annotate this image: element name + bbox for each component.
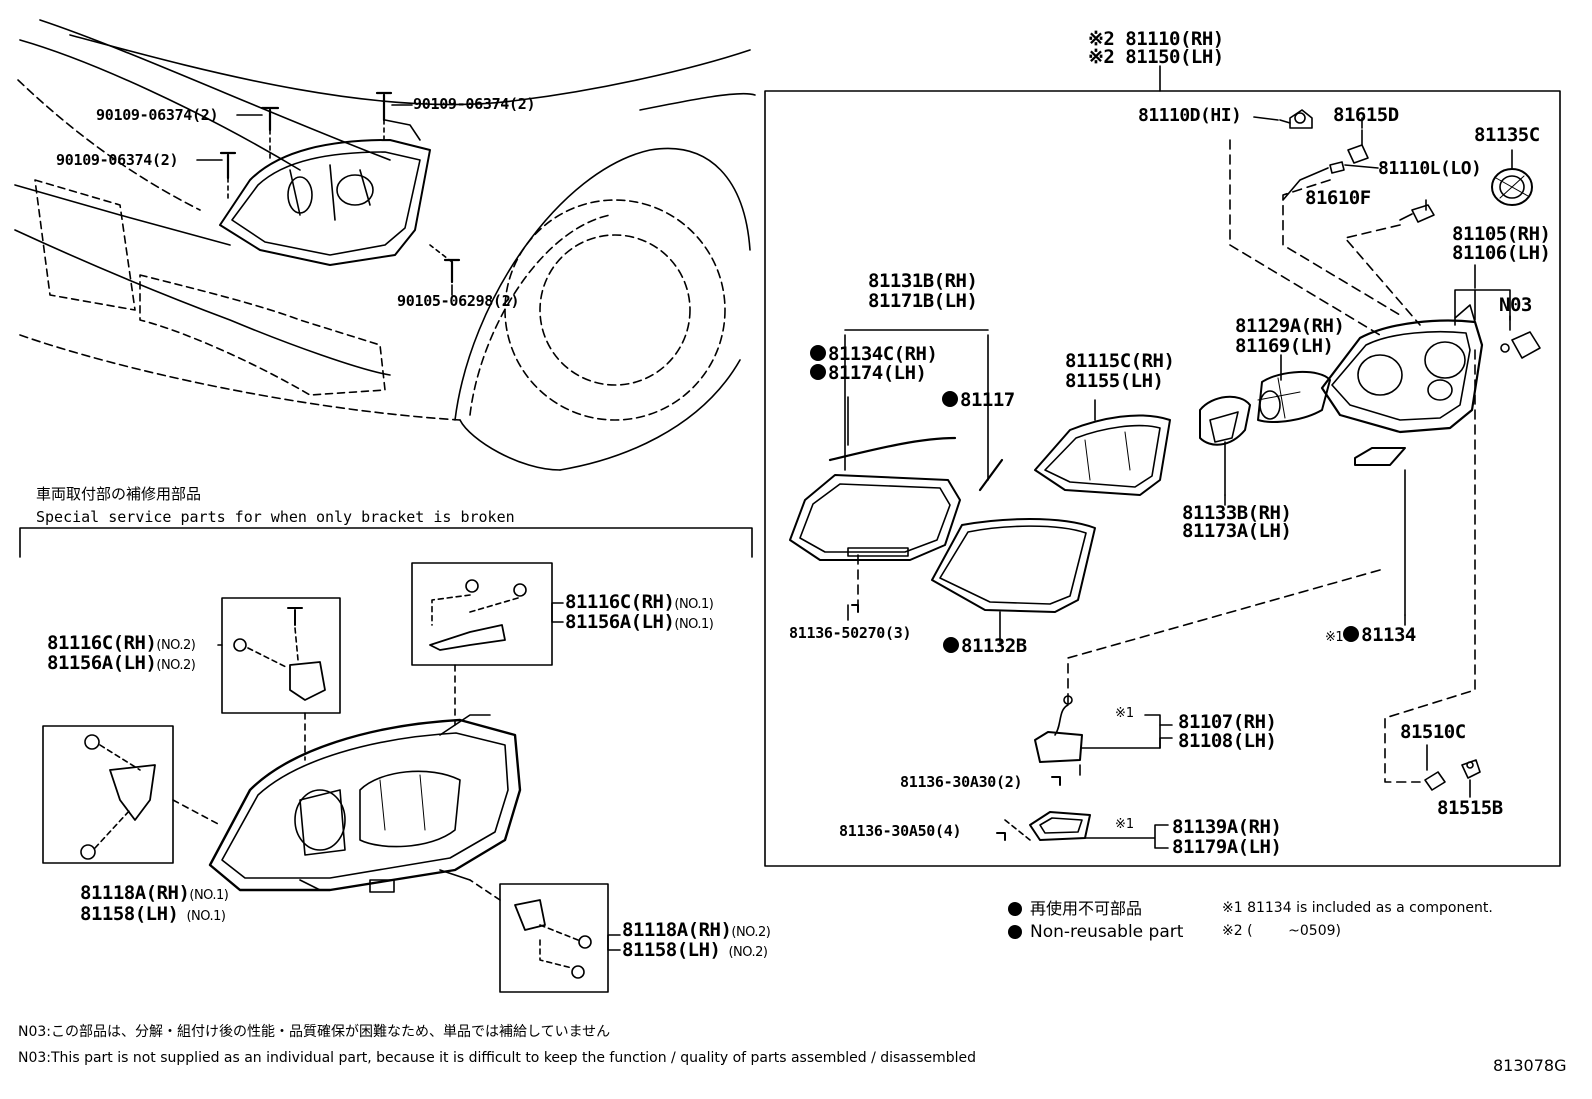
label-81136-30a30: 81136-30A30(2) — [900, 773, 1023, 791]
diagram-id: 813078G — [1493, 1056, 1567, 1075]
label-tag: (NO.2) — [156, 638, 196, 653]
label-81105-rh: 81105(RH) — [1452, 223, 1551, 245]
label-bolt-90109-a: 90109-06374(2) — [96, 106, 219, 124]
nonreusable-dot-icon — [810, 364, 826, 380]
label-81135c: 81135C — [1474, 124, 1540, 146]
label-text: 81132B — [961, 635, 1027, 657]
label-81136-30a50: 81136-30A50(4) — [839, 822, 962, 840]
headlamp-housing — [1320, 289, 1511, 466]
legend-nonreusable-en: Non-reusable part — [1030, 922, 1184, 942]
footer-note-jp: N03:この部品は、分解・組付け後の性能・品質確保が困難なため、単品では補給して… — [18, 1024, 611, 1040]
label-81129a-rh: 81129A(RH) — [1235, 315, 1345, 337]
label-81131b-rh: 81131B(RH) — [868, 270, 978, 292]
legend-nonreusable-jp: 再使用不可部品 — [1030, 899, 1143, 918]
label-text: 81174(LH) — [828, 362, 927, 384]
label-81116c-no2-rh: 81116C(RH)(NO.2) — [47, 632, 196, 654]
assembly-guide-lines — [857, 139, 1476, 783]
label-81510c: 81510C — [1400, 721, 1466, 743]
label-text: 81134 — [1361, 624, 1416, 646]
label-tag: (NO.1) — [674, 617, 714, 632]
headlamp-assembly-frame — [764, 65, 1561, 867]
label-text: 81116C(RH) — [47, 632, 157, 654]
label-81139a-rh: 81139A(RH) — [1172, 816, 1282, 838]
label-text: 81156A(LH) — [565, 611, 675, 633]
legend-dots — [1008, 902, 1022, 939]
label-81110l-lo: 81110L(LO) — [1378, 158, 1482, 179]
label-81615d: 81615D — [1333, 104, 1399, 126]
label-tag: (NO.1) — [189, 888, 229, 903]
nonreusable-dot-icon — [943, 637, 959, 653]
label-81108-lh: 81108(LH) — [1178, 730, 1277, 752]
label-81132b: 81132B — [943, 637, 1027, 656]
label-81118a-no2-rh: 81118A(RH)(NO.2) — [622, 919, 771, 941]
car-front-illustration — [14, 19, 756, 471]
label-text: 81156A(LH) — [47, 652, 157, 674]
label-text: 81158(LH) — [622, 939, 721, 961]
label-tag: (NO.1) — [674, 597, 714, 612]
legend-note-1: ※1 81134 is included as a component. — [1222, 900, 1493, 916]
special-service-parts-section — [19, 527, 753, 993]
ref-mark-81139: ※1 — [1115, 817, 1135, 832]
label-tag: (NO.2) — [731, 925, 771, 940]
label-81156a-no2-lh: 81156A(LH)(NO.2) — [47, 652, 196, 674]
label-81155-lh: 81155(LH) — [1065, 370, 1164, 392]
label-text: 81158(LH) — [80, 903, 179, 925]
ref-mark-81107: ※1 — [1115, 706, 1135, 721]
label-81117: 81117 — [942, 391, 1015, 410]
label-text: 81118A(RH) — [80, 882, 190, 904]
special-parts-title-en: Special service parts for when only brac… — [36, 508, 515, 526]
label-text: 81117 — [960, 389, 1015, 411]
label-tag: (NO.1) — [186, 909, 226, 924]
label-leader-lines — [847, 116, 1513, 798]
label-bolt-90109-b: 90109-06374(2) — [413, 95, 536, 113]
label-81158-no2-lh: 81158(LH) (NO.2) — [622, 939, 768, 961]
nonreusable-dot-icon — [810, 345, 826, 361]
label-tag: (NO.2) — [728, 945, 768, 960]
label-81118a-no1-rh: 81118A(RH)(NO.1) — [80, 882, 229, 904]
ballast-parts — [996, 695, 1481, 849]
label-81107-rh: 81107(RH) — [1178, 711, 1277, 733]
label-81515b: 81515B — [1437, 797, 1503, 819]
label-bolt-90105: 90105-06298(2) — [397, 292, 520, 310]
label-81134: ※1 81134 — [1325, 626, 1416, 645]
shade-and-lens-parts — [789, 329, 1331, 613]
label-81116c-no1-rh: 81116C(RH)(NO.1) — [565, 591, 714, 613]
label-81134c-rh: 81134C(RH) — [810, 343, 938, 365]
label-81150-lh: ※2 81150(LH) — [1088, 46, 1224, 68]
label-81136-50270: 81136-50270(3) — [789, 624, 912, 642]
label-text: 81134C(RH) — [828, 343, 938, 365]
label-81174-lh: 81174(LH) — [810, 362, 927, 384]
label-81115c-rh: 81115C(RH) — [1065, 350, 1175, 372]
bulbs-and-sockets — [1279, 109, 1541, 359]
label-81169-lh: 81169(LH) — [1235, 335, 1334, 357]
nonreusable-dot-icon — [1343, 626, 1360, 642]
label-n03: N03 — [1499, 294, 1532, 316]
label-81173a-lh: 81173A(LH) — [1182, 520, 1292, 542]
special-parts-title-jp: 車両取付部の補修用部品 — [36, 485, 202, 503]
label-81158-no1-lh: 81158(LH) (NO.1) — [80, 903, 226, 925]
label-81156a-no1-lh: 81156A(LH)(NO.1) — [565, 611, 714, 633]
label-81110d-hi: 81110D(HI) — [1138, 105, 1242, 126]
label-81179a-lh: 81179A(LH) — [1172, 836, 1282, 858]
footer-note-en: N03:This part is not supplied as an indi… — [18, 1050, 977, 1066]
label-bolt-90109-c: 90109-06374(2) — [56, 151, 179, 169]
label-81106-lh: 81106(LH) — [1452, 242, 1551, 264]
label-text: 81116C(RH) — [565, 591, 675, 613]
legend-note-2: ※2 ( ~0509) — [1222, 923, 1341, 939]
label-81133b-rh: 81133B(RH) — [1182, 502, 1292, 524]
nonreusable-dot-icon — [942, 391, 958, 407]
label-tag: (NO.2) — [156, 658, 196, 673]
label-text: 81118A(RH) — [622, 919, 732, 941]
label-81171b-lh: 81171B(LH) — [868, 290, 978, 312]
ref-mark: ※1 — [1325, 630, 1344, 645]
label-81610f: 81610F — [1305, 187, 1371, 209]
label-81110-rh: ※2 81110(RH) — [1088, 28, 1224, 50]
